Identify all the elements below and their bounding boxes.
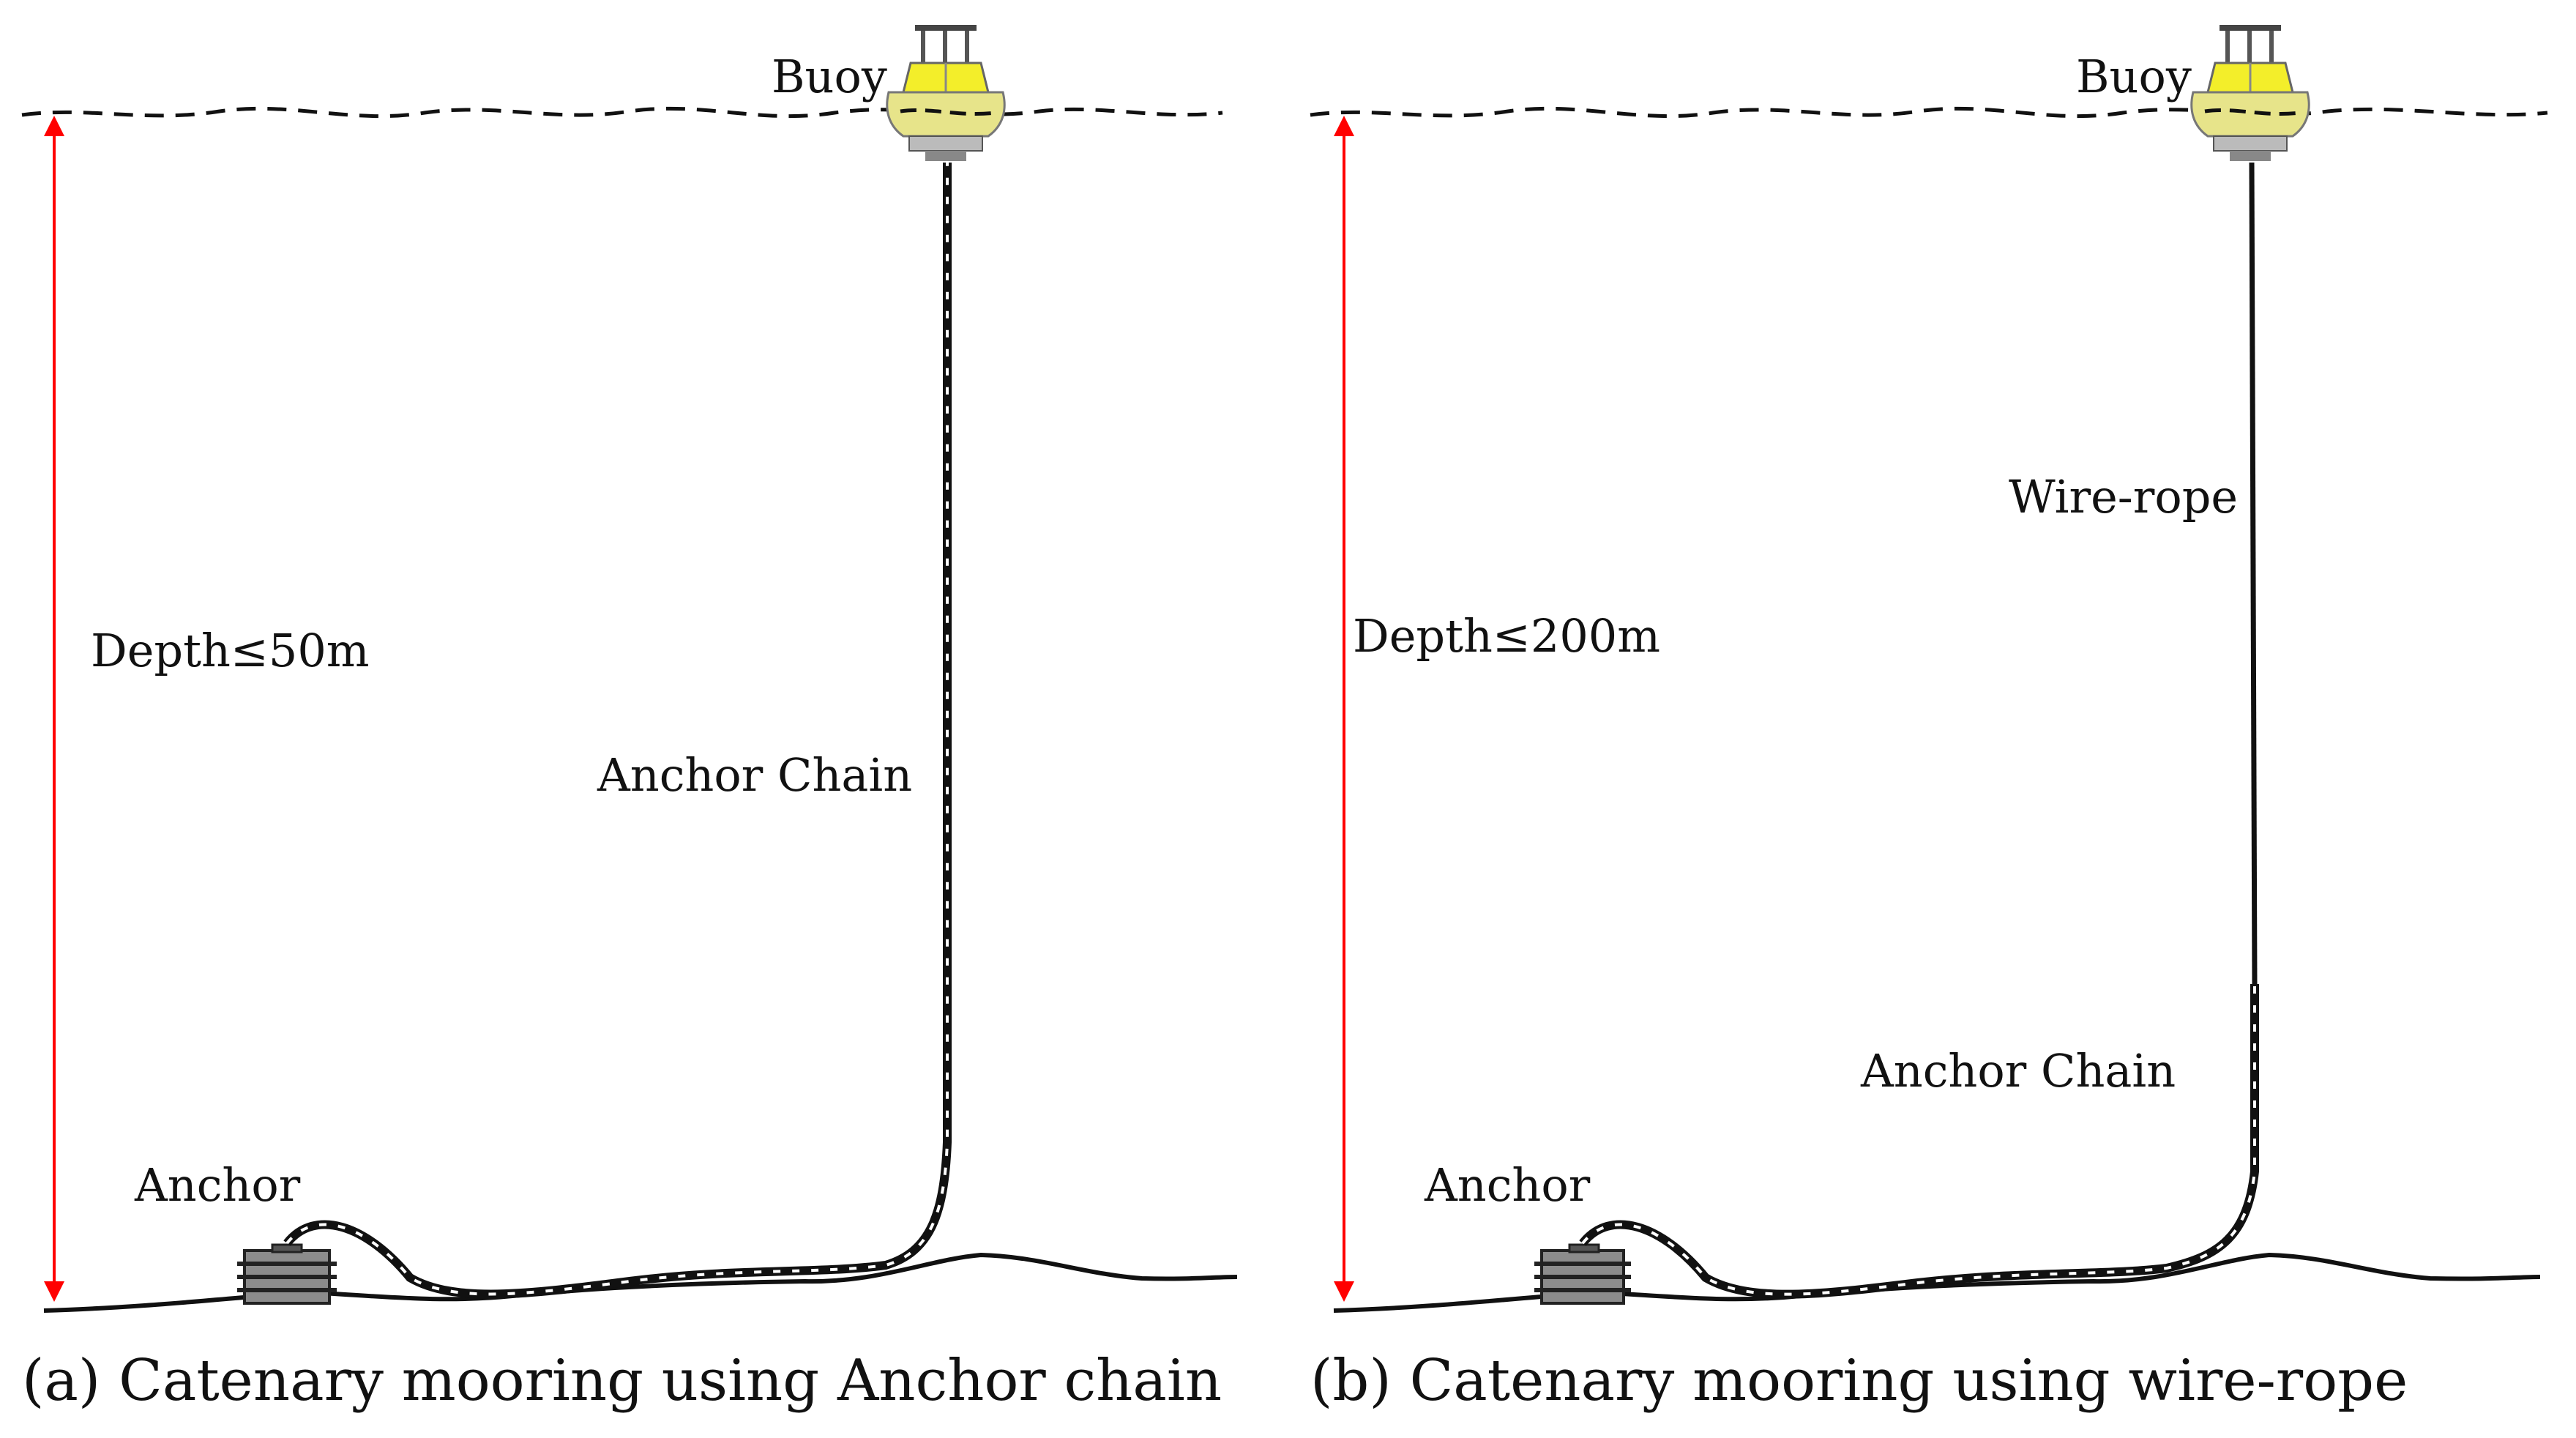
caption-a: (a) Catenary mooring using Anchor chain <box>22 1348 1222 1414</box>
depth-label-a: Depth≤50m <box>91 624 370 677</box>
caption-b: (b) Catenary mooring using wire-rope <box>1310 1348 2408 1414</box>
buoy-label-a: Buoy <box>772 50 887 103</box>
anchor-chain-label-a: Anchor Chain <box>597 748 912 802</box>
anchor-chain-a <box>283 163 952 1299</box>
panel-b: Buoy Depth≤200m Wire-rope Anchor Chain A… <box>1310 25 2548 1414</box>
anchor-block-b <box>1534 1243 1631 1305</box>
anchor-chain-label-b: Anchor Chain <box>1860 1044 2176 1098</box>
buoy-b <box>2190 25 2310 161</box>
sea-surface-a <box>21 106 1223 119</box>
buoy-a <box>886 25 1006 161</box>
depth-label-b: Depth≤200m <box>1353 609 1660 663</box>
wire-rope-b <box>2249 162 2258 985</box>
wire-rope-label-b: Wire-rope <box>2009 470 2238 524</box>
anchor-label-b: Anchor <box>1424 1158 1591 1212</box>
anchor-block-a <box>237 1243 337 1305</box>
sea-surface-b <box>1310 106 2548 119</box>
anchor-label-a: Anchor <box>134 1158 301 1212</box>
panel-a: Buoy Depth≤50m Anchor Chain Anchor (a) C… <box>21 25 1238 1414</box>
anchor-chain-b <box>1579 984 2259 1299</box>
buoy-label-b: Buoy <box>2076 50 2192 103</box>
